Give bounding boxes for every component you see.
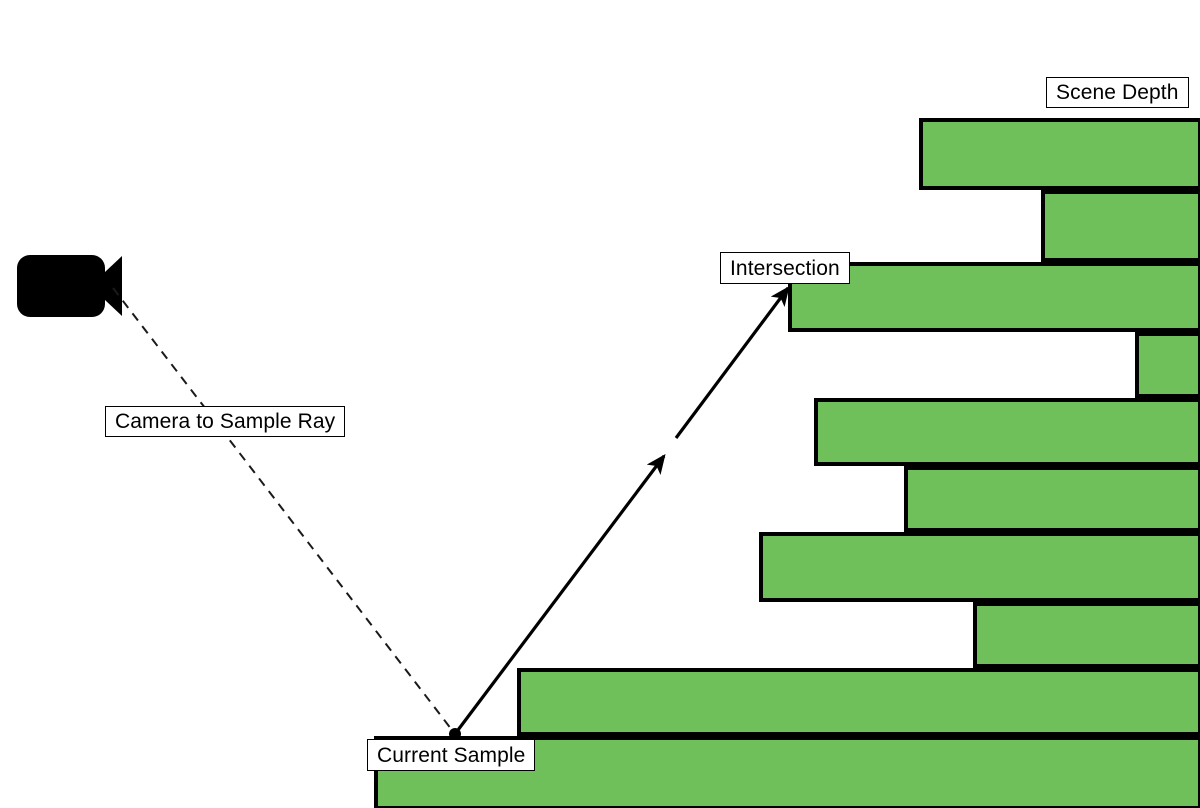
depth-bar — [904, 466, 1200, 532]
camera-body — [17, 255, 105, 317]
camera-lens — [105, 256, 122, 316]
scene-depth-bars — [374, 118, 1200, 808]
depth-bar — [973, 602, 1200, 668]
camera-to-sample-ray-line — [112, 287, 456, 735]
current-sample-point — [449, 728, 461, 740]
depth-bar — [517, 668, 1200, 736]
label-camera-to-sample-ray: Camera to Sample Ray — [105, 406, 346, 437]
label-scene-depth: Scene Depth — [1046, 77, 1189, 108]
label-current-sample: Current Sample — [367, 739, 536, 771]
depth-bar — [1135, 332, 1200, 398]
sample-to-intersection-ray-segment-2 — [674, 285, 790, 439]
depth-bar — [919, 118, 1200, 190]
label-intersection: Intersection — [720, 252, 850, 284]
camera-icon — [17, 255, 122, 317]
depth-bar — [788, 262, 1200, 332]
depth-bar — [759, 532, 1200, 602]
depth-bar — [1041, 190, 1200, 262]
sample-to-intersection-ray-segment-1 — [453, 453, 666, 735]
depth-bar — [814, 398, 1200, 466]
